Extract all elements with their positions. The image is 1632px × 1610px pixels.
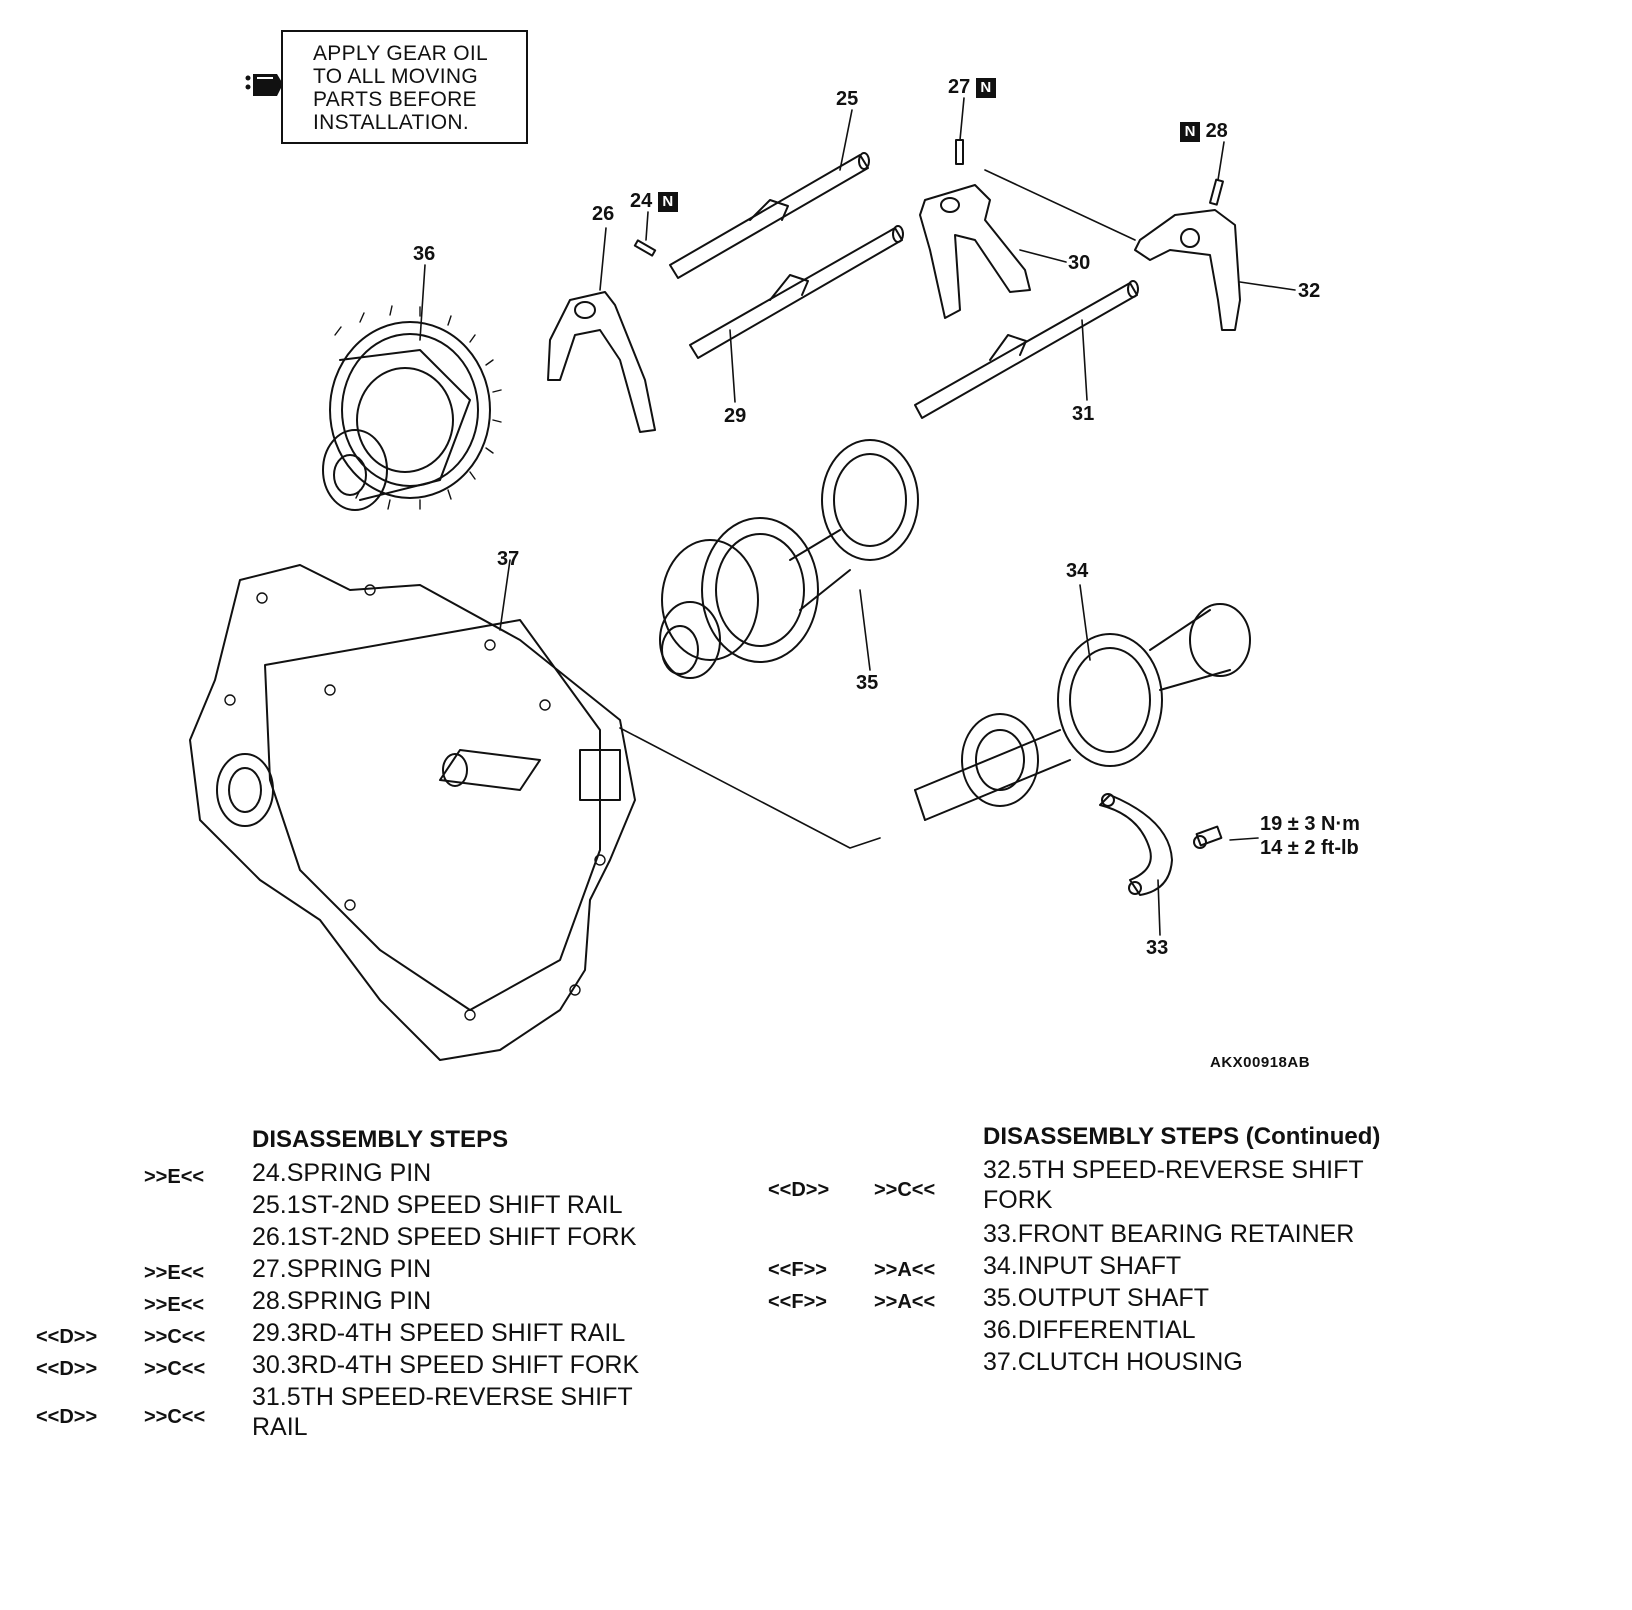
callout-30: 30: [1068, 252, 1090, 274]
step-text: 36.DIFFERENTIAL: [983, 1316, 1196, 1344]
callout-31: 31: [1072, 403, 1094, 425]
step-row: 33.FRONT BEARING RETAINER: [760, 1219, 1480, 1251]
install-tag: >>E<<: [144, 1166, 205, 1188]
spring-pins-illustration: [633, 139, 1224, 257]
input-shaft-illustration: [914, 603, 1251, 821]
callout-37: 37: [497, 548, 519, 570]
shift-rail-29-illustration: [689, 225, 904, 359]
callout-number: 26: [592, 203, 615, 225]
step-row: >>E<< 27.SPRING PIN: [0, 1254, 700, 1286]
install-tag: >>C<<: [144, 1358, 206, 1380]
gear-oil-note-text: APPLY GEAR OIL TO ALL MOVING PARTS BEFOR…: [313, 42, 488, 134]
torque-imperial: 14 ± 2 ft-lb: [1260, 837, 1359, 859]
callout-27: 27 N: [948, 76, 996, 98]
callout-32: 32: [1298, 280, 1320, 302]
callout-35: 35: [856, 672, 878, 694]
oil-can-icon: [245, 74, 283, 96]
callout-number: 24: [630, 190, 653, 212]
figure-reference-code: AKX00918AB: [1210, 1054, 1311, 1071]
removal-tag: <<D>>: [36, 1358, 98, 1380]
steps-right-title: DISASSEMBLY STEPS (Continued): [983, 1123, 1381, 1150]
callout-number: 32: [1298, 280, 1321, 302]
callout-number: 25: [836, 88, 859, 110]
step-text: 34.INPUT SHAFT: [983, 1252, 1182, 1280]
output-shaft-illustration: [659, 439, 919, 679]
callout-number: 36: [413, 243, 436, 265]
step-text: 30.3RD-4TH SPEED SHIFT FORK: [252, 1351, 640, 1379]
step-row: <<D>> >>C<< 31.5TH SPEED-REVERSE SHIFT R…: [0, 1382, 700, 1446]
step-text: 25.1ST-2ND SPEED SHIFT RAIL: [252, 1191, 623, 1219]
removal-tag: <<D>>: [36, 1326, 98, 1348]
callout-number: 35: [856, 672, 879, 694]
step-text: 32.5TH SPEED-REVERSE SHIFT FORK: [983, 1156, 1364, 1214]
leader-lines: [419, 97, 1296, 936]
install-tag: >>E<<: [144, 1262, 205, 1284]
callout-number: 29: [724, 405, 747, 427]
step-row: >>E<< 28.SPRING PIN: [0, 1286, 700, 1318]
install-tag: >>C<<: [874, 1179, 936, 1201]
callout-34: 34: [1066, 560, 1088, 582]
shift-fork-32-illustration: [1134, 209, 1241, 331]
callout-number: 31: [1072, 403, 1095, 425]
step-text: 35.OUTPUT SHAFT: [983, 1284, 1209, 1312]
install-tag: >>E<<: [144, 1294, 205, 1316]
shift-fork-30-illustration: [919, 184, 1031, 319]
callout-number: 37: [497, 548, 520, 570]
step-row: 25.1ST-2ND SPEED SHIFT RAIL: [0, 1190, 700, 1222]
install-tag: >>A<<: [874, 1291, 936, 1313]
new-part-badge: N: [975, 77, 996, 98]
step-text: 24.SPRING PIN: [252, 1159, 432, 1187]
step-row: 36.DIFFERENTIAL: [760, 1315, 1480, 1347]
step-text: 29.3RD-4TH SPEED SHIFT RAIL: [252, 1319, 626, 1347]
steps-left-title: DISASSEMBLY STEPS: [252, 1126, 509, 1153]
removal-tag: <<D>>: [768, 1179, 830, 1201]
callout-33: 33: [1146, 937, 1168, 959]
step-text: 33.FRONT BEARING RETAINER: [983, 1220, 1355, 1248]
install-tag: >>A<<: [874, 1259, 936, 1281]
gear-oil-note: APPLY GEAR OIL TO ALL MOVING PARTS BEFOR…: [245, 30, 528, 144]
step-row: <<F>> >>A<< 34.INPUT SHAFT: [760, 1251, 1480, 1283]
callout-number: 34: [1066, 560, 1089, 582]
shift-fork-26-illustration: [547, 291, 656, 433]
install-tag: >>C<<: [144, 1326, 206, 1348]
removal-tag: <<F>>: [768, 1259, 827, 1281]
callout-28: N 28: [1180, 120, 1228, 142]
torque-metric: 19 ± 3 N·m: [1260, 813, 1360, 835]
removal-tag: <<F>>: [768, 1291, 827, 1313]
step-text: 26.1ST-2ND SPEED SHIFT FORK: [252, 1223, 637, 1251]
step-text: 27.SPRING PIN: [252, 1255, 432, 1283]
bearing-retainer-illustration: [1099, 793, 1173, 896]
callout-36: 36: [413, 243, 435, 265]
callout-number: 28: [1205, 120, 1228, 142]
step-row: <<D>> >>C<< 30.3RD-4TH SPEED SHIFT FORK: [0, 1350, 700, 1382]
torque-spec: 19 ± 3 N·m 14 ± 2 ft-lb: [1260, 812, 1360, 860]
step-row: <<F>> >>A<< 35.OUTPUT SHAFT: [760, 1283, 1480, 1315]
removal-tag: <<D>>: [36, 1406, 98, 1428]
callout-29: 29: [724, 405, 746, 427]
step-row: <<D>> >>C<< 32.5TH SPEED-REVERSE SHIFT F…: [760, 1155, 1480, 1219]
shift-rail-25-illustration: [669, 152, 870, 279]
shift-rail-31-illustration: [914, 280, 1139, 419]
step-row: 37.CLUTCH HOUSING: [760, 1347, 1480, 1379]
bolt-illustration: [1193, 825, 1223, 849]
step-text: 31.5TH SPEED-REVERSE SHIFT RAIL: [252, 1383, 633, 1441]
callout-24: 24 N: [630, 190, 678, 212]
new-part-badge: N: [657, 191, 678, 212]
callout-number: 27: [948, 76, 971, 98]
callout-number: 33: [1146, 937, 1169, 959]
install-tag: >>C<<: [144, 1406, 206, 1428]
clutch-housing-illustration: [189, 564, 636, 1061]
new-part-badge: N: [1180, 121, 1200, 142]
callout-26: 26: [592, 203, 614, 225]
callout-25: 25: [836, 88, 858, 110]
step-text: 28.SPRING PIN: [252, 1287, 432, 1315]
step-row: >>E<< 24.SPRING PIN: [0, 1158, 700, 1190]
differential-illustration: [322, 305, 502, 511]
callout-number: 30: [1068, 252, 1091, 274]
step-row: <<D>> >>C<< 29.3RD-4TH SPEED SHIFT RAIL: [0, 1318, 700, 1350]
step-text: 37.CLUTCH HOUSING: [983, 1348, 1243, 1376]
step-row: 26.1ST-2ND SPEED SHIFT FORK: [0, 1222, 700, 1254]
